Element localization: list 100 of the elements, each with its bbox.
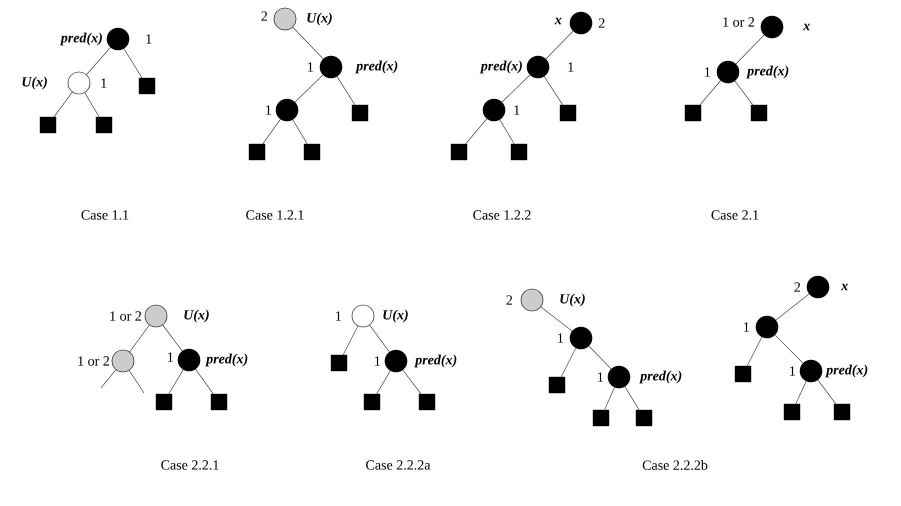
tree-edge — [129, 324, 150, 352]
tree-edge — [84, 92, 100, 118]
node-label: x — [803, 24, 810, 30]
node-label: pred(x) — [355, 60, 398, 74]
node-label: 1 — [568, 62, 574, 72]
tree-node-circle — [800, 360, 822, 382]
case-caption: Case 1.2.2 — [473, 210, 531, 220]
node-label: 1 or 2 — [110, 311, 142, 321]
tree-node-circle — [482, 98, 506, 122]
tree-edge — [588, 346, 612, 370]
tree-edge — [292, 119, 308, 144]
node-label: pred(x) — [205, 354, 248, 366]
tree-edge — [502, 74, 530, 102]
tree-edge — [604, 387, 615, 410]
node-label: 2 — [794, 282, 800, 292]
node-label: U(x) — [383, 310, 408, 322]
node-label: 1 — [375, 356, 380, 366]
leaf-square — [734, 366, 752, 382]
node-label: U(x) — [560, 294, 585, 306]
tree-edge — [402, 370, 422, 394]
tree-edge — [560, 348, 576, 378]
tree-node-circle — [106, 28, 130, 50]
node-label: 1 — [266, 105, 271, 115]
node-label: x — [554, 18, 562, 24]
node-label: pred(x) — [60, 32, 102, 46]
leaf-square — [450, 144, 468, 160]
tree-edge — [544, 76, 563, 106]
tree-node-circle — [112, 350, 134, 372]
tree-node-circle — [520, 288, 544, 312]
leaf-square — [636, 410, 652, 426]
tree-node-circle — [570, 12, 592, 34]
leaf-square — [96, 116, 112, 134]
leaf-square — [684, 104, 702, 122]
tree-node-circle — [608, 366, 630, 388]
leaf-square — [156, 394, 172, 410]
tree-edge — [168, 369, 184, 394]
tree-node-circle — [276, 98, 298, 122]
leaf-square — [304, 144, 320, 160]
tree-node-circle — [806, 276, 830, 298]
tree-node-circle — [178, 348, 200, 372]
node-label: pred(x) — [639, 370, 682, 384]
tree-edge — [292, 26, 324, 60]
node-label: 2 — [506, 295, 512, 305]
node-label: 2 — [598, 18, 604, 28]
leaf-square — [834, 404, 850, 420]
leaf-square — [40, 116, 56, 134]
leaf-square — [510, 144, 528, 160]
leaf-square — [548, 376, 566, 394]
leaf-square — [138, 78, 156, 94]
leaf-square — [592, 410, 610, 426]
tree-edge — [54, 92, 73, 118]
node-label: 1 — [168, 352, 173, 362]
case-caption: Case 2.1 — [711, 210, 758, 220]
leaf-square — [784, 404, 800, 420]
node-label: U(x) — [22, 76, 47, 90]
node-label: 1 — [336, 311, 341, 321]
node-label: 1 — [558, 333, 563, 343]
tree-node-circle — [320, 56, 342, 78]
tree-edge — [124, 48, 142, 78]
leaf-square — [418, 394, 436, 410]
leaf-square — [210, 394, 228, 410]
tree-node-circle — [756, 316, 778, 338]
node-label: 1 — [705, 67, 710, 77]
tree-node-circle — [352, 304, 374, 328]
leaf-square — [364, 394, 380, 410]
leaf-square — [352, 104, 368, 122]
case-caption: Case 1.1 — [81, 210, 128, 220]
tree-edge — [369, 324, 390, 352]
node-label: 2 — [261, 11, 268, 21]
node-label: x — [841, 284, 848, 290]
tree-edge — [86, 47, 111, 75]
tree-node-circle — [570, 326, 592, 350]
tree-node-circle — [526, 56, 550, 78]
node-label: 1 or 2 — [78, 356, 110, 366]
node-label: 1 — [101, 78, 106, 88]
tree-node-circle — [760, 16, 784, 38]
node-label: pred(x) — [480, 60, 522, 74]
tree-edge — [624, 386, 640, 410]
tree-edge — [776, 294, 810, 320]
tree-edge — [342, 326, 358, 356]
tree-node-circle — [274, 8, 296, 30]
leaf-square — [750, 104, 768, 122]
tree-edge — [700, 80, 721, 106]
node-label: 1 — [514, 105, 520, 115]
tree-edge — [128, 370, 144, 394]
case-caption: Case 1.2.1 — [246, 210, 304, 220]
tree-node-circle — [716, 60, 740, 84]
tree-edge — [376, 370, 391, 394]
tree-edge — [540, 306, 572, 332]
tree-node-circle — [144, 304, 168, 328]
node-label: 1 — [790, 366, 795, 376]
leaf-square — [560, 104, 576, 122]
node-label: 1 — [308, 62, 313, 72]
tree-edge — [294, 74, 324, 102]
node-label: 1 — [146, 34, 152, 44]
tree-edge — [734, 80, 754, 106]
tree-edge — [500, 119, 514, 144]
tree-node-circle — [384, 350, 408, 372]
tree-edge — [774, 334, 804, 364]
tree-edge — [736, 34, 764, 64]
